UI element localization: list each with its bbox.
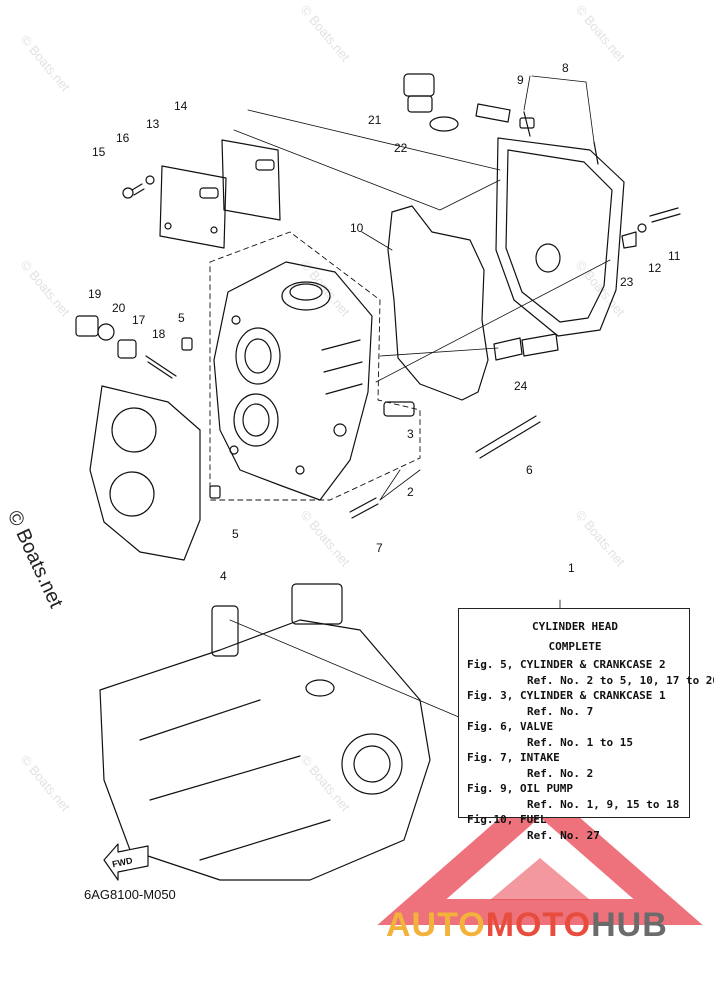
info-line: Ref. No. 1 to 15: [527, 735, 633, 749]
head-gasket-4: [89, 385, 201, 561]
washer-12: [637, 223, 647, 233]
o-ring-22: [429, 116, 459, 132]
gasket-plate-14: [221, 139, 281, 221]
gasket-ring-10: [387, 205, 489, 401]
bolt-11: [649, 207, 681, 223]
info-title-2: COMPLETE: [548, 640, 602, 653]
svg-text:© Boats.net: © Boats.net: [298, 2, 354, 64]
svg-text:© Boats.net: © Boats.net: [18, 257, 74, 319]
callout-20: 20: [112, 301, 126, 315]
svg-text:© Boats.net: © Boats.net: [298, 507, 354, 569]
info-line: Ref. No. 7: [527, 704, 594, 718]
callout-15: 15: [92, 145, 106, 159]
brand-part-3: HUB: [591, 906, 668, 944]
gasket-20: [97, 323, 115, 341]
callout-9: 9: [517, 73, 524, 87]
bolt-6: [475, 415, 541, 459]
callout-5-upper: 5: [178, 311, 185, 325]
cylinder-head-2: [213, 261, 373, 501]
oil-cap-21: [403, 73, 435, 113]
bolt-7: [349, 497, 379, 519]
valve-cover-8: [495, 111, 625, 337]
callout-14: 14: [174, 99, 188, 113]
svg-text:© Boats.net: © Boats.net: [573, 2, 629, 64]
callout-19: 19: [88, 287, 102, 301]
assembly-info-box: CYLINDER HEAD COMPLETE Fig. 5, CYLINDER …: [458, 608, 714, 842]
info-title-1: CYLINDER HEAD: [531, 620, 619, 633]
info-line: Fig. 7, INTAKE: [467, 751, 560, 764]
spark-plug-24: [493, 333, 559, 361]
callout-13: 13: [146, 117, 160, 131]
callout-24: 24: [514, 379, 528, 393]
bolt-18: [145, 355, 177, 379]
dowel-5-lower: [209, 485, 221, 499]
plug-19: [75, 315, 99, 337]
sleeve-9: [475, 103, 511, 123]
callout-numbers: 1 2 3 4 5 5 6 7 8 9 10 11 12 13 14 15 16…: [88, 61, 681, 869]
callout-5-lower: 5: [232, 527, 239, 541]
info-line: Fig. 9, OIL PUMP: [467, 782, 573, 795]
group-outline: [209, 231, 421, 501]
spacer-17: [117, 339, 137, 359]
clip-23: [621, 231, 637, 249]
sleeve-3: [383, 401, 415, 417]
svg-text:© Boats.net: © Boats.net: [573, 507, 629, 569]
brand-logo: AUTOMOTOHUB: [386, 906, 668, 945]
callout-6: 6: [526, 463, 533, 477]
info-line: Ref. No. 2: [527, 766, 594, 780]
svg-text:© Boats.net: © Boats.net: [18, 32, 74, 94]
callout-21: 21: [368, 113, 382, 127]
fwd-arrow: [103, 843, 149, 881]
callout-11: 11: [668, 249, 681, 263]
svg-text:© Boats.net: © Boats.net: [298, 752, 354, 814]
cover-plate-13: [159, 165, 227, 249]
callout-7: 7: [376, 541, 383, 555]
crankcase-block: [99, 583, 431, 881]
callout-18: 18: [152, 327, 166, 341]
dowel-5-upper: [181, 337, 193, 351]
info-line: Ref. No. 1, 9, 15 to 18: [527, 797, 680, 811]
fwd-label: FWD: [111, 855, 134, 869]
callout-8: 8: [562, 61, 569, 75]
info-line: Fig. 3, CYLINDER & CRANKCASE 1: [467, 689, 666, 702]
info-line: Fig. 5, CYLINDER & CRANKCASE 2: [467, 658, 666, 671]
svg-text:© Boats.net: © Boats.net: [18, 752, 74, 814]
callout-22: 22: [394, 141, 408, 155]
info-line: Fig. 6, VALVE: [467, 720, 554, 733]
callout-17: 17: [132, 313, 146, 327]
info-line: Fig.10, FUEL: [467, 813, 547, 826]
callout-23: 23: [620, 275, 634, 289]
callout-12: 12: [648, 261, 662, 275]
callout-1: 1: [568, 561, 575, 575]
info-line: Ref. No. 2 to 5, 10, 17 to 20: [527, 673, 714, 687]
washer-16: [145, 175, 155, 185]
triangle-logo: [377, 782, 703, 925]
diagram-code: 6AG8100-M050: [84, 887, 176, 902]
callout-16: 16: [116, 131, 130, 145]
brand-part-2: MOTO: [485, 906, 592, 944]
callout-4: 4: [220, 569, 227, 583]
info-line: Ref. No. 27: [527, 828, 600, 842]
callout-10: 10: [350, 221, 364, 235]
callout-3: 3: [407, 427, 414, 441]
brand-part-1: AUTO: [386, 906, 486, 944]
bolt-15: [122, 183, 145, 199]
callout-2: 2: [407, 485, 414, 499]
